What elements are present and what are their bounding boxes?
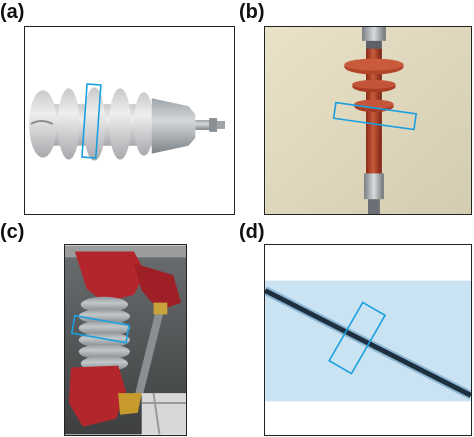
panel-label-c: (c)	[0, 221, 25, 243]
panel-label-a: (a)	[0, 1, 25, 23]
panel-label-d: (d)	[239, 221, 265, 243]
porcelain-insulator-image	[25, 27, 234, 214]
highlight-box-d	[328, 301, 387, 375]
highlight-box-c	[70, 314, 130, 344]
highlight-box-a	[81, 83, 102, 159]
panel-c-fuse-assembly	[64, 244, 187, 436]
wire-closeup-image	[265, 245, 471, 435]
panel-a-porcelain-insulator	[24, 26, 235, 215]
panel-d-wire-closeup	[264, 244, 472, 436]
panel-label-b: (b)	[239, 1, 265, 23]
fuse-assembly-image	[65, 245, 186, 435]
composite-insulator-image	[265, 27, 471, 214]
highlight-box-b	[332, 101, 418, 131]
panel-b-composite-insulator	[264, 26, 472, 215]
